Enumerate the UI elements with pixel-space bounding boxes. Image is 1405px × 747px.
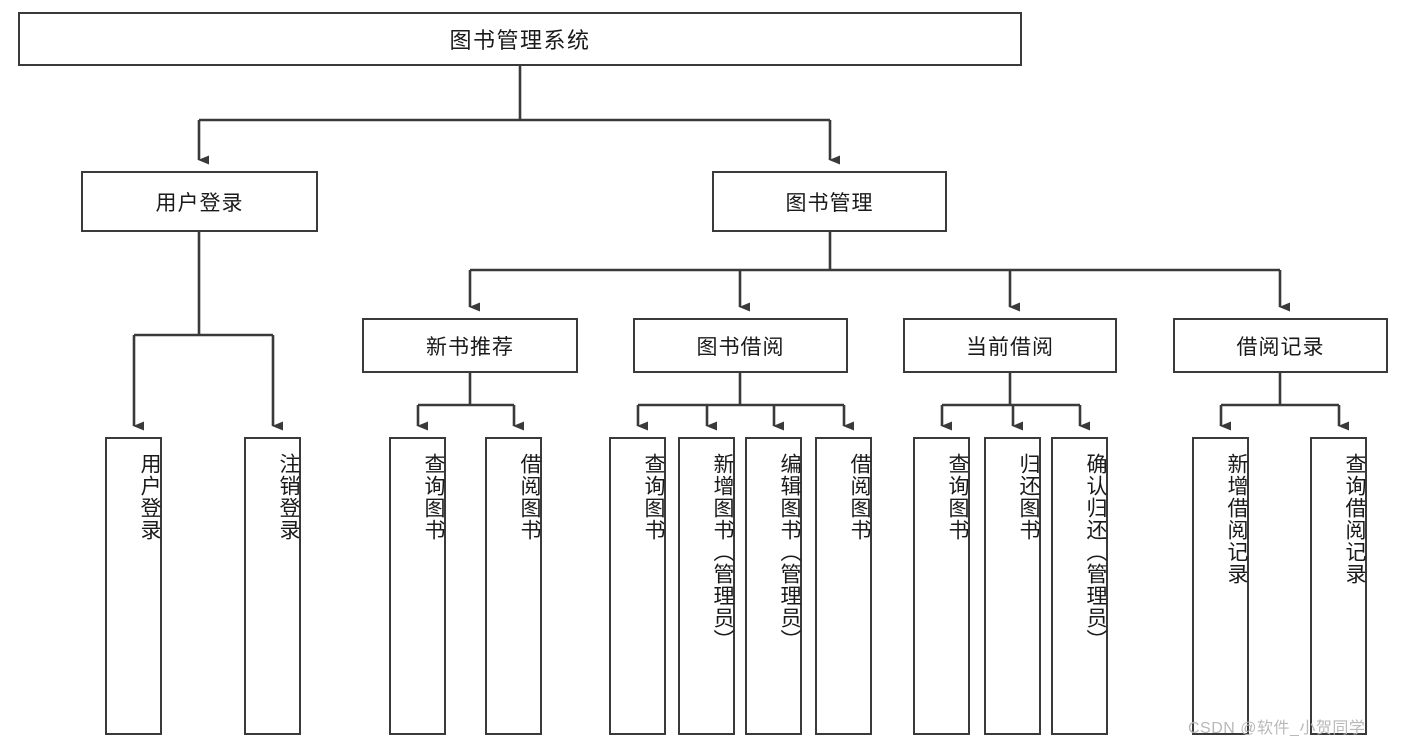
node-leaf-borrow-book-2[interactable]: 借阅图书 (815, 437, 872, 735)
node-book-manage[interactable]: 图书管理 (712, 171, 947, 232)
node-leaf-logout-login-label: 注销登录 (277, 453, 300, 541)
node-leaf-query-book-3[interactable]: 查询图书 (913, 437, 970, 735)
node-current-borrow[interactable]: 当前借阅 (903, 318, 1117, 373)
node-leaf-confirm-return-label: 确认归还（管理员） (1084, 453, 1107, 651)
node-leaf-borrow-book-2-label: 借阅图书 (848, 453, 871, 541)
node-leaf-query-book-2[interactable]: 查询图书 (609, 437, 666, 735)
node-leaf-return-book[interactable]: 归还图书 (984, 437, 1041, 735)
node-new-book-recommend-label: 新书推荐 (426, 335, 514, 359)
node-leaf-add-book-label: 新增图书（管理员） (711, 453, 734, 651)
node-leaf-query-book-1[interactable]: 查询图书 (389, 437, 446, 735)
node-leaf-query-borrow-record-label: 查询借阅记录 (1343, 453, 1366, 585)
node-leaf-confirm-return[interactable]: 确认归还（管理员） (1051, 437, 1108, 735)
node-user-login-label: 用户登录 (155, 191, 244, 215)
node-leaf-borrow-book-1-label: 借阅图书 (518, 453, 541, 541)
node-user-login[interactable]: 用户登录 (81, 171, 318, 232)
node-leaf-logout-login[interactable]: 注销登录 (244, 437, 301, 735)
node-current-borrow-label: 当前借阅 (966, 335, 1054, 359)
node-root-label: 图书管理系统 (449, 28, 591, 53)
node-new-book-recommend[interactable]: 新书推荐 (362, 318, 578, 373)
node-leaf-edit-book-label: 编辑图书（管理员） (778, 453, 801, 651)
node-leaf-query-book-1-label: 查询图书 (422, 453, 445, 541)
node-leaf-edit-book[interactable]: 编辑图书（管理员） (745, 437, 802, 735)
node-book-manage-label: 图书管理 (785, 191, 874, 215)
node-leaf-query-borrow-record[interactable]: 查询借阅记录 (1310, 437, 1367, 735)
node-leaf-user-login[interactable]: 用户登录 (105, 437, 162, 735)
node-leaf-query-book-2-label: 查询图书 (642, 453, 665, 541)
node-leaf-add-borrow-record[interactable]: 新增借阅记录 (1192, 437, 1249, 735)
node-borrow-record-label: 借阅记录 (1236, 335, 1325, 359)
node-leaf-add-borrow-record-label: 新增借阅记录 (1225, 453, 1248, 585)
node-leaf-user-login-label: 用户登录 (138, 453, 161, 541)
node-book-borrow[interactable]: 图书借阅 (633, 318, 848, 373)
node-leaf-return-book-label: 归还图书 (1017, 453, 1040, 541)
node-borrow-record[interactable]: 借阅记录 (1173, 318, 1388, 373)
node-leaf-borrow-book-1[interactable]: 借阅图书 (485, 437, 542, 735)
node-leaf-query-book-3-label: 查询图书 (946, 453, 969, 541)
node-leaf-add-book[interactable]: 新增图书（管理员） (678, 437, 735, 735)
node-book-borrow-label: 图书借阅 (696, 335, 785, 359)
node-root-system[interactable]: 图书管理系统 (18, 12, 1022, 66)
